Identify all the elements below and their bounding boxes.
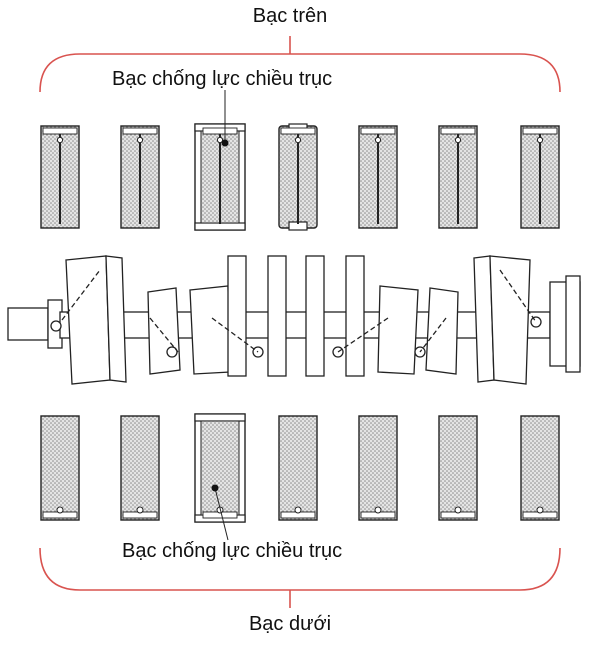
thrust-bearing-upper-label: Bạc chống lực chiều trục xyxy=(112,68,333,90)
lower-bracket xyxy=(39,547,561,591)
crankshaft-front-snout xyxy=(7,307,49,341)
upper-bearing-shell-3 xyxy=(194,123,246,231)
upper-bearing-shell-7 xyxy=(520,125,560,229)
upper-bearings-label: Bạc trên xyxy=(252,5,328,27)
thrust-lower-leader xyxy=(214,487,229,541)
upper-bearing-shell-2 xyxy=(120,125,160,229)
crankshaft-main-shaft xyxy=(59,311,551,339)
lower-bearing-shell-7 xyxy=(520,415,560,521)
thrust-upper-dot xyxy=(221,139,229,147)
lower-shell-row xyxy=(40,413,560,523)
upper-bearing-shell-1 xyxy=(40,125,80,229)
lower-bearing-shell-2 xyxy=(120,415,160,521)
thrust-lower-dot xyxy=(211,484,219,492)
lower-bearing-shell-5 xyxy=(358,415,398,521)
crankshaft xyxy=(7,255,581,385)
upper-bracket xyxy=(39,53,561,93)
lower-bearing-shell-3 xyxy=(194,413,246,523)
lower-bearings-label: Bạc dưới xyxy=(248,613,332,635)
upper-bearing-shell-5 xyxy=(358,125,398,229)
upper-bearing-shell-4 xyxy=(278,123,318,231)
upper-bearing-shell-6 xyxy=(438,125,478,229)
upper-shell-row xyxy=(40,123,560,231)
lower-bearing-shell-6 xyxy=(438,415,478,521)
thrust-bearing-lower-label: Bạc chống lực chiều trục xyxy=(122,540,343,562)
lower-bearing-shell-4 xyxy=(278,415,318,521)
lower-bearing-shell-1 xyxy=(40,415,80,521)
